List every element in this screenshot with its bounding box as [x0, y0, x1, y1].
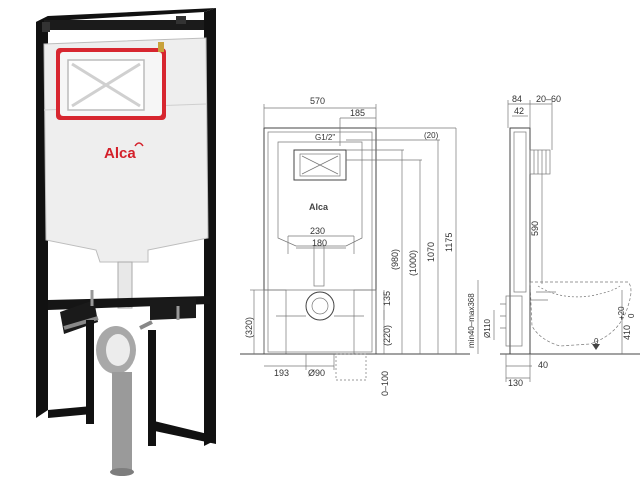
flush-pipe	[117, 261, 133, 309]
dim-w-84: 84	[512, 94, 522, 104]
frame-lower-bar	[48, 406, 92, 418]
diagram-logo: Alca	[309, 202, 329, 212]
mounting-bolt	[139, 320, 153, 330]
dim-h-min-max: min40–max368	[467, 293, 476, 348]
product-photo: Alca	[36, 8, 216, 476]
waste-elbow-opening	[106, 334, 130, 366]
dim-h-1175: 1175	[444, 233, 454, 252]
dim-h-1000: (1000)	[408, 250, 418, 276]
front-flush-plate	[293, 149, 347, 181]
dim-h-410: 410	[622, 325, 632, 340]
dim-h-410-tol-plus: +20	[617, 306, 626, 320]
side-frame-outline	[509, 127, 531, 355]
side-cistern	[513, 131, 527, 293]
dim-zero: 0	[594, 337, 599, 346]
dim-h-980: (980)	[390, 249, 400, 270]
dim-w-40: 40	[538, 360, 548, 370]
front-bracket-left	[263, 289, 287, 355]
dim-w-180: 180	[312, 238, 327, 248]
dim-top-offset: (20)	[424, 131, 439, 140]
dim-w-42: 42	[514, 106, 524, 116]
frame-lower-bar	[150, 420, 216, 444]
dim-d-110: Ø110	[483, 318, 492, 338]
steel-frame-top	[44, 20, 204, 30]
dim-h-320: (320)	[244, 317, 254, 338]
dim-w-20-60: 20–60	[536, 94, 561, 104]
side-actuator-ribs	[533, 150, 547, 174]
steel-frame-top-bar	[36, 8, 216, 22]
mounting-bolt	[63, 316, 99, 330]
front-waste-elbow	[305, 291, 335, 321]
toilet-seat	[537, 285, 621, 298]
dim-h-590: 590	[530, 221, 540, 236]
flush-cover-cross	[71, 62, 141, 108]
frame-bracket	[42, 22, 50, 32]
dim-h-410-tol-minus: 0	[627, 313, 636, 318]
front-flush-pipe	[313, 245, 325, 287]
front-view-drawing: Alca 570 185 G1/2" (20) 11	[240, 96, 470, 396]
drain-pipe-end	[110, 468, 134, 476]
frame-bracket	[176, 16, 186, 24]
side-view-drawing: 0 84 20–60 42 590 min40–max368 Ø110 40 1…	[467, 94, 640, 388]
front-frame-inner	[267, 131, 373, 353]
dim-w-193: 193	[274, 368, 289, 378]
frame-leg-left	[86, 320, 94, 424]
side-flush-actuator	[529, 149, 551, 175]
logo-mark-icon	[134, 142, 144, 147]
dim-h-220: (220)	[382, 325, 392, 346]
toilet-bowl-outline	[529, 281, 632, 347]
front-flush-cover	[299, 153, 341, 177]
water-inlet-valve	[158, 42, 164, 52]
dim-d-90: Ø90	[308, 368, 325, 378]
dim-width-total: 570	[310, 96, 325, 106]
dim-width-half: 185	[350, 108, 365, 118]
dim-h-1070: 1070	[426, 242, 436, 262]
zero-marker-icon	[592, 344, 600, 350]
side-pipe-ribs	[500, 303, 506, 329]
dim-thread: G1/2"	[315, 133, 335, 142]
brand-logo: Alca	[104, 145, 136, 162]
frame-leg-right	[148, 330, 156, 446]
dim-w-230: 230	[310, 226, 325, 236]
floor-depth-box	[335, 353, 367, 381]
front-bracket-right	[353, 289, 377, 355]
drain-pipe	[112, 372, 132, 472]
front-flush-cross	[301, 155, 339, 175]
dim-h-135: 135	[382, 291, 392, 306]
front-cistern	[277, 141, 363, 247]
frame-foot-right	[150, 298, 196, 320]
dim-w-130: 130	[508, 378, 523, 388]
front-waste-opening	[311, 297, 329, 315]
side-waste-pipe	[505, 295, 523, 347]
dim-depth-range: 0–100	[380, 371, 390, 396]
